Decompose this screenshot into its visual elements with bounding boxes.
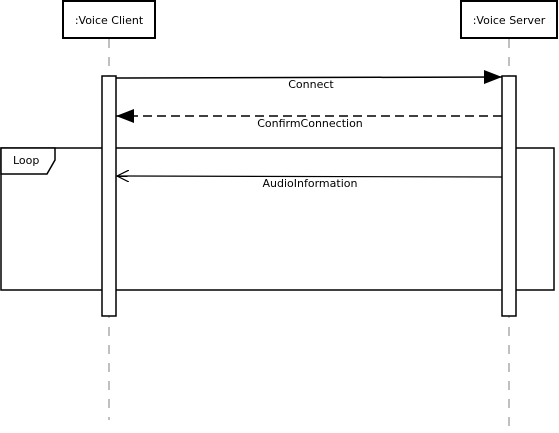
connect-arrow [115,70,503,85]
voice-client-label: :Voice Client [75,14,144,27]
loop-label: Loop [13,154,39,167]
voice-client-header: :Voice Client [62,0,156,39]
audio-information-arrow [117,176,503,177]
audio-information-label: AudioInformation [263,177,358,190]
connect-label: Connect [288,78,334,91]
loop-frame [0,147,555,291]
voice-server-activation [501,75,517,317]
confirm-connection-label: ConfirmConnection [257,117,363,130]
loop-fragment: Loop [0,147,555,291]
message-audio-information: AudioInformation [117,176,503,190]
message-connect: Connect [115,70,503,91]
message-confirm-connection: ConfirmConnection [116,109,502,130]
voice-server-label: :Voice Server [473,14,546,27]
loop-tab [0,147,56,175]
voice-server-header: :Voice Server [460,0,558,39]
voice-client-activation [101,75,117,317]
